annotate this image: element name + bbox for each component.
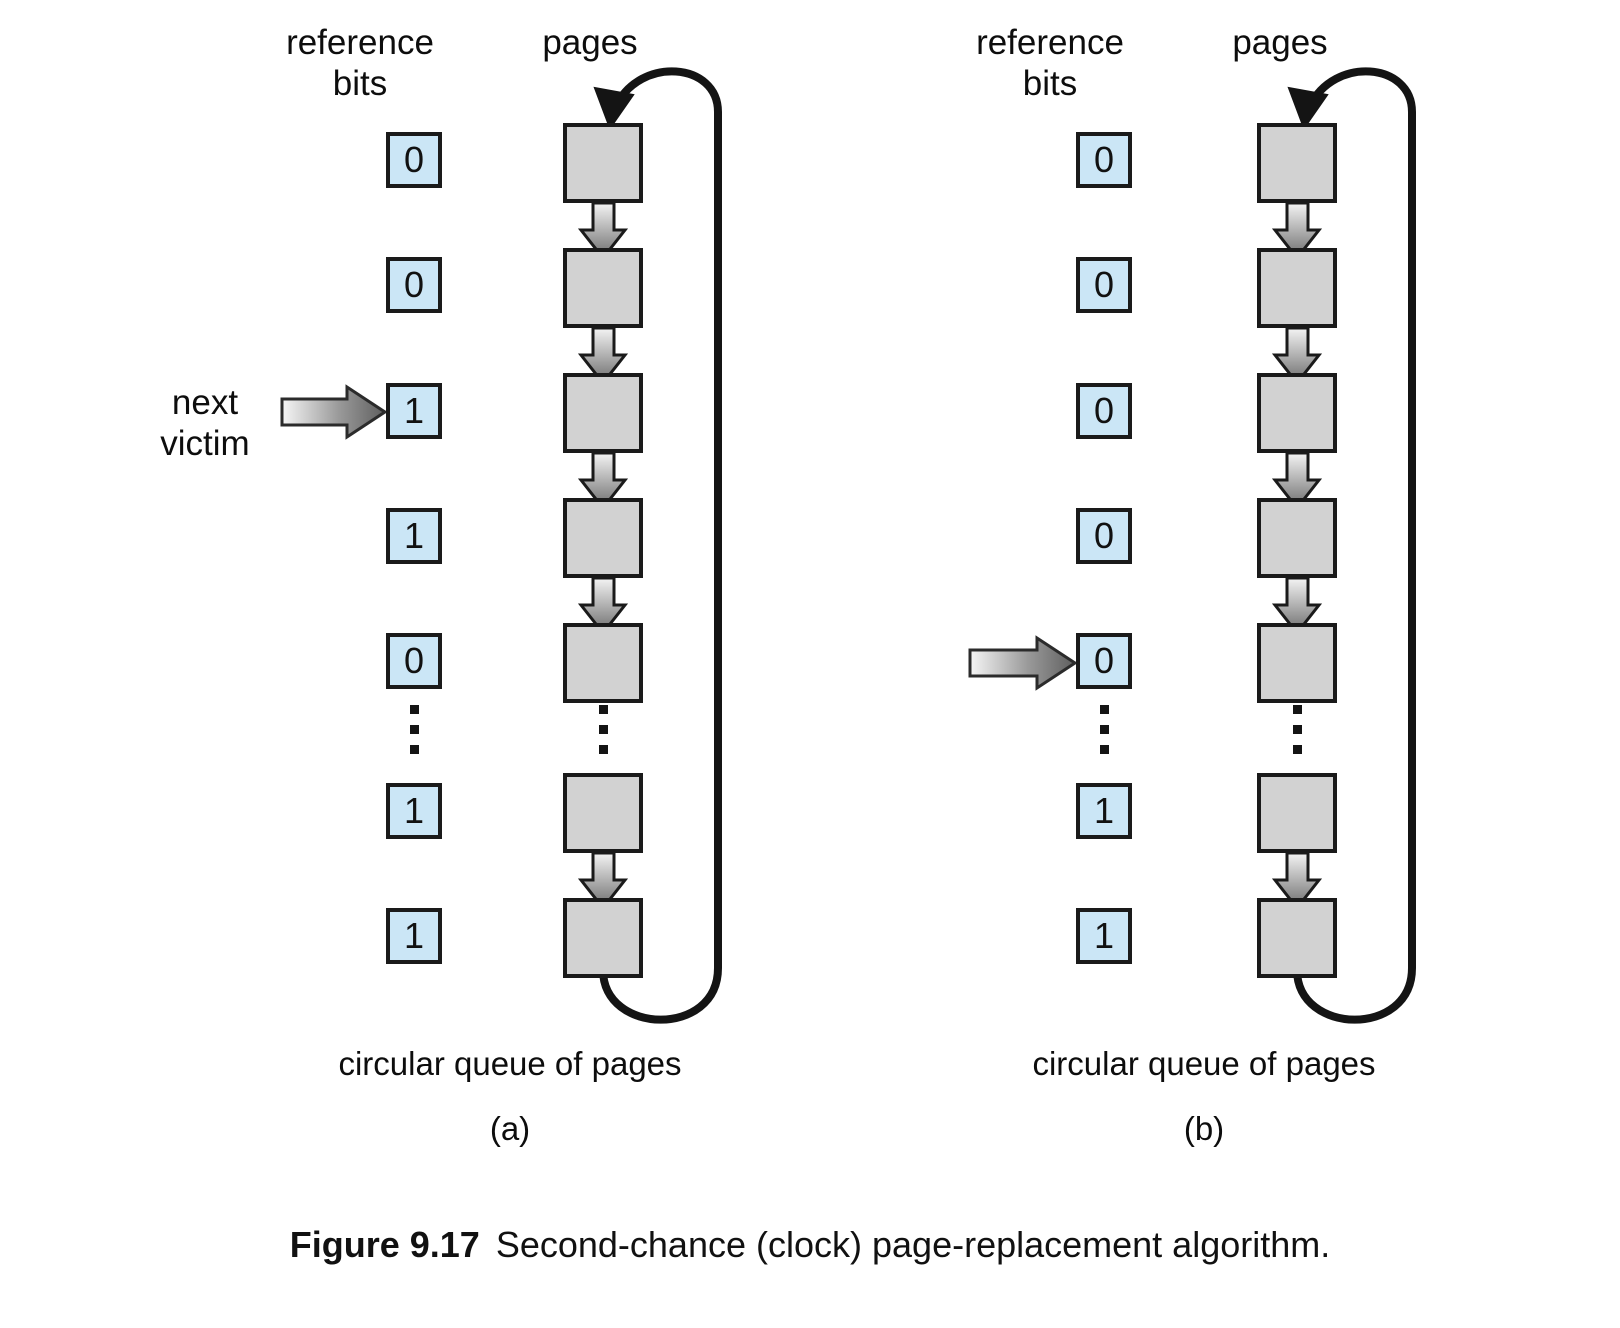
reference-bits-ellipsis-icon [1089, 705, 1119, 754]
page-box[interactable] [1257, 248, 1337, 328]
page-box[interactable] [1257, 373, 1337, 453]
header-pages: pages [1232, 23, 1328, 62]
reference-bit-box[interactable]: 0 [1076, 508, 1132, 564]
reference-bit-box[interactable]: 1 [386, 383, 442, 439]
header-pages: pages [542, 23, 638, 62]
page-box[interactable] [563, 623, 643, 703]
reference-bit-box[interactable]: 1 [386, 908, 442, 964]
panel-b: reference bits pages 0 0 0 0 0 1 1 circu… [700, 0, 1460, 1180]
page-box[interactable] [563, 373, 643, 453]
reference-bit-box[interactable]: 1 [386, 508, 442, 564]
panel-letter: (b) [1183, 1110, 1225, 1147]
figure-number: Figure 9.17 [289, 1224, 480, 1265]
page-box[interactable] [563, 898, 643, 978]
page-box[interactable] [1257, 898, 1337, 978]
reference-bit-box[interactable]: 1 [1076, 783, 1132, 839]
page-box[interactable] [563, 498, 643, 578]
reference-bit-box[interactable]: 0 [1076, 633, 1132, 689]
page-box[interactable] [1257, 623, 1337, 703]
page-box[interactable] [563, 248, 643, 328]
reference-bit-box[interactable]: 1 [1076, 908, 1132, 964]
page-box[interactable] [563, 773, 643, 853]
panel-letter: (a) [489, 1110, 531, 1147]
reference-bit-box[interactable]: 1 [386, 783, 442, 839]
reference-bit-box[interactable]: 0 [1076, 257, 1132, 313]
page-box[interactable] [563, 123, 643, 203]
page-box[interactable] [1257, 773, 1337, 853]
next-victim-label: next victim [160, 383, 250, 463]
header-reference-bits: reference bits [976, 23, 1124, 103]
reference-bit-box[interactable]: 0 [1076, 132, 1132, 188]
circular-queue-label: circular queue of pages [1032, 1045, 1376, 1082]
reference-bit-box[interactable]: 0 [1076, 383, 1132, 439]
pages-ellipsis-icon [588, 705, 618, 754]
figure-caption-text: Second-chance (clock) page-replacement a… [495, 1224, 1331, 1265]
panel-a: reference bits pages next victim 0 0 1 1… [10, 0, 770, 1180]
reference-bit-box[interactable]: 0 [386, 257, 442, 313]
pages-ellipsis-icon [1282, 705, 1312, 754]
reference-bit-box[interactable]: 0 [386, 132, 442, 188]
figure-caption: Figure 9.17 Second-chance (clock) page-re… [0, 1222, 1620, 1268]
page-box[interactable] [1257, 498, 1337, 578]
reference-bits-ellipsis-icon [399, 705, 429, 754]
circular-queue-label: circular queue of pages [338, 1045, 682, 1082]
page-box[interactable] [1257, 123, 1337, 203]
reference-bit-box[interactable]: 0 [386, 633, 442, 689]
header-reference-bits: reference bits [286, 23, 434, 103]
